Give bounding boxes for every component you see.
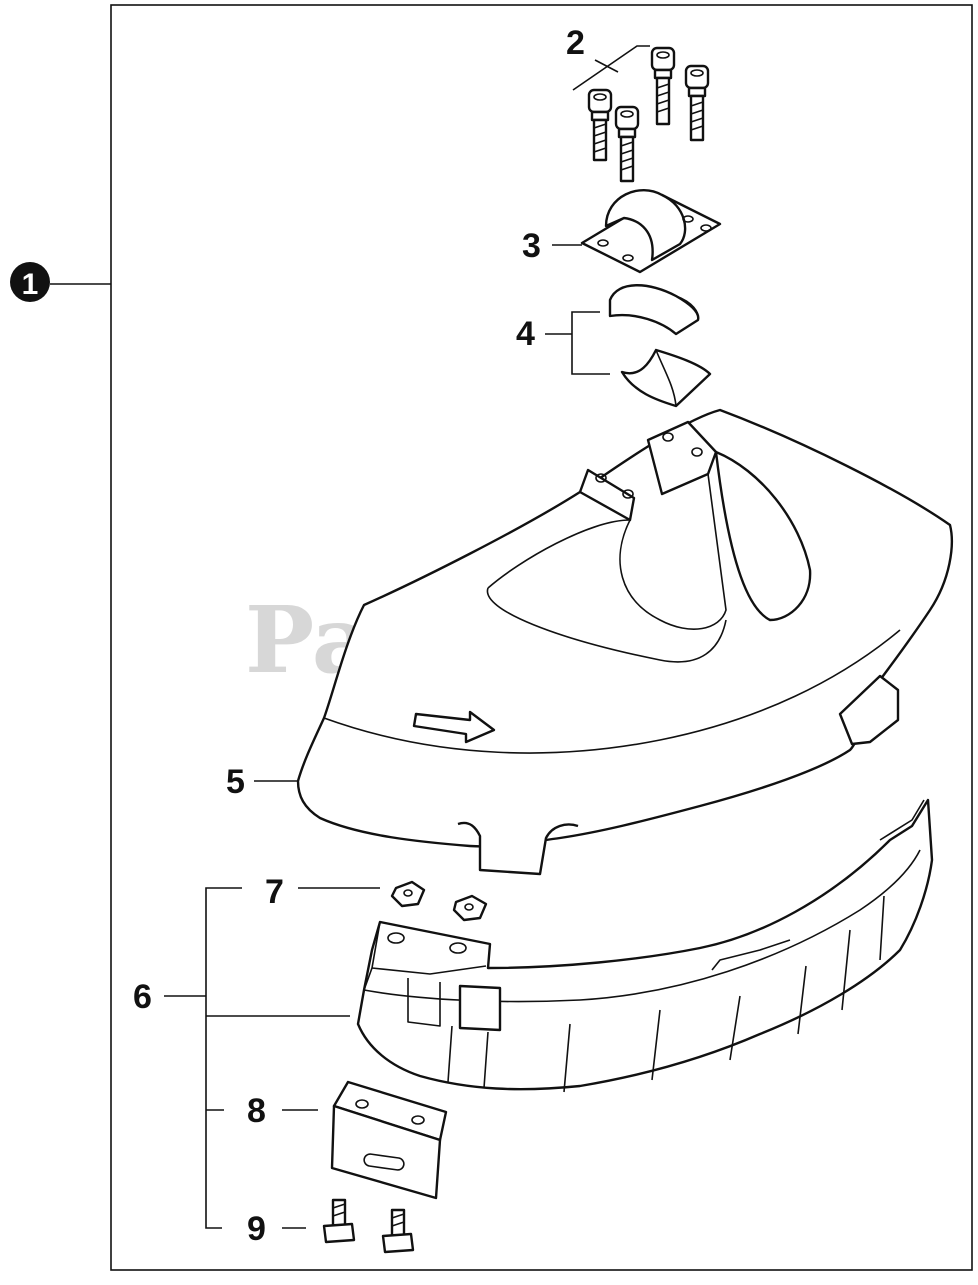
callout-1-label: 1 — [22, 268, 39, 301]
callout-7[interactable]: 7 — [265, 873, 284, 911]
plate-part — [330, 1080, 448, 1200]
callout-6[interactable]: 6 — [133, 978, 152, 1016]
nut-7a — [390, 880, 426, 908]
nut-7b — [452, 894, 488, 922]
bolt-9a — [322, 1198, 356, 1244]
callout-1[interactable]: 1 — [10, 262, 50, 302]
bolt-2c — [650, 46, 676, 126]
leader-2b — [594, 59, 619, 73]
bolt-2a — [587, 88, 613, 162]
bolt-2d — [684, 64, 710, 142]
callout-5[interactable]: 5 — [226, 763, 245, 801]
leader-2 — [572, 45, 650, 91]
shield-part — [296, 408, 953, 876]
clamp-part — [580, 189, 722, 274]
bushing-upper — [608, 284, 700, 336]
callout-9[interactable]: 9 — [247, 1210, 266, 1248]
bolt-2b — [614, 105, 640, 183]
callout-3[interactable]: 3 — [522, 227, 541, 265]
bolt-9b — [381, 1208, 415, 1254]
leader-4-bracket — [571, 311, 610, 375]
callout-8[interactable]: 8 — [247, 1092, 266, 1130]
leader-6-bracket — [205, 887, 242, 1229]
bushing-lower — [620, 348, 712, 408]
direction-arrow-icon — [412, 710, 496, 744]
callout-4[interactable]: 4 — [516, 315, 535, 353]
bolt-group-top — [587, 46, 710, 183]
callout-2[interactable]: 2 — [566, 24, 585, 62]
diagram-frame — [110, 4, 973, 1271]
extension-part — [356, 798, 934, 1093]
